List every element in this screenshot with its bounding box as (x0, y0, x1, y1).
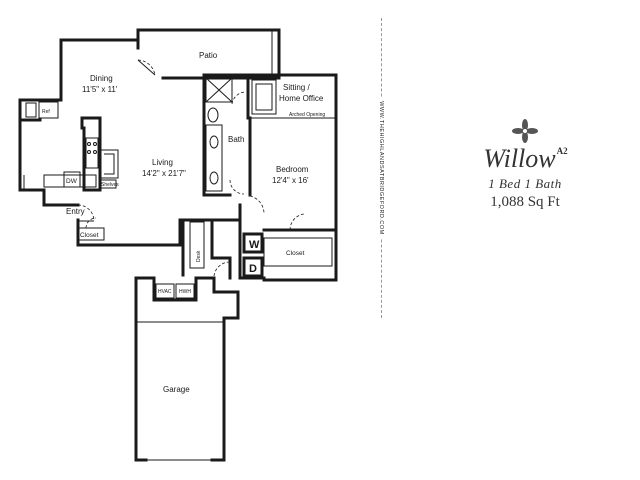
bedroom-closet-label: Closet (286, 250, 305, 257)
washer-label: W (249, 239, 260, 251)
patio-label: Patio (199, 51, 218, 60)
unit-walls (18, 38, 338, 282)
home-office-label: Home Office (279, 94, 324, 103)
plan-name: Willow (483, 144, 556, 173)
entry-label: Entry (66, 207, 85, 216)
patio-area (136, 28, 281, 80)
desk-label: Desk (196, 250, 202, 262)
bath-label: Bath (228, 135, 244, 144)
plan-type: 1 Bed 1 Bath (488, 176, 562, 191)
dining-size: 11'5" x 11' (82, 85, 118, 94)
website-text: WWW.THEHIGHLANDSATBRIDGEFORD.COM (378, 97, 384, 239)
arched-opening-label: Arched Opening (289, 112, 325, 118)
desk-hall: Desk (181, 220, 232, 280)
bedroom-suite: Sitting / Home Office Arched Opening Bed… (242, 83, 333, 278)
shelves-label: Shelves (101, 182, 119, 188)
ref-label: Ref (42, 109, 50, 115)
garage-label: Garage (163, 385, 190, 394)
kitchen: Ref DW Shelves (23, 101, 119, 192)
floor-plan: Ref DW Shelves Entry Closet Bath (18, 28, 338, 462)
living-size: 14'2" x 21'7" (142, 169, 186, 178)
dining-label: Dining (90, 74, 113, 83)
bathroom: Bath (205, 77, 277, 195)
dw-label: DW (66, 178, 78, 185)
sitting-label: Sitting / (283, 83, 310, 92)
hwh-label: HWH (179, 289, 191, 295)
entry-closet-label: Closet (80, 232, 99, 239)
plan-size: 1,088 Sq Ft (490, 194, 560, 210)
plan-superscript: A2 (556, 146, 568, 156)
hvac-label: HVAC (158, 289, 172, 295)
entry-area: Entry Closet (66, 204, 105, 241)
bedroom-size: 12'4" x 16' (272, 176, 309, 185)
dryer-label: D (249, 263, 257, 275)
flower-icon (512, 119, 538, 143)
plan-info: WillowA2 1 Bed 1 Bath 1,088 Sq Ft (450, 118, 600, 211)
living-label: Living (152, 158, 173, 167)
garage: HVAC HWH Garage (134, 276, 240, 462)
bedroom-label: Bedroom (276, 165, 309, 174)
